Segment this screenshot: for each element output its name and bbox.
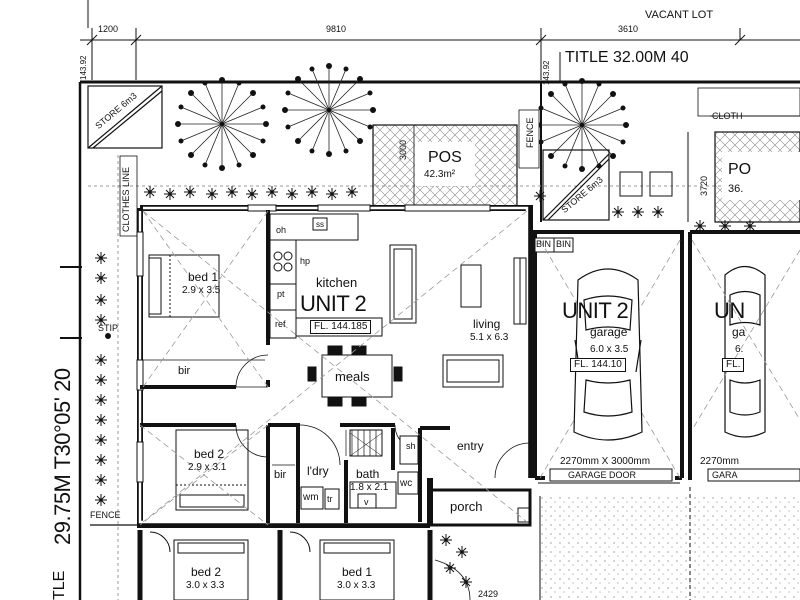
neighbor-floor-level: FL.	[722, 358, 745, 372]
lower-bed1-label: bed 1	[342, 565, 373, 579]
stip-label: STIP	[98, 323, 119, 333]
dim-1200: 1200	[98, 24, 119, 34]
dim-3610: 3610	[618, 24, 639, 34]
meals-table	[307, 345, 403, 407]
garage-floor-level: FL. 144.10	[570, 358, 626, 372]
bed1-dimension: 2.9 x 3.5	[182, 285, 221, 296]
entry-label: entry	[457, 439, 484, 453]
neighbor-garage-label: ga	[732, 325, 746, 339]
bed1-furniture	[148, 254, 220, 318]
garage-walls	[533, 230, 684, 480]
unit2-interior-walls	[140, 210, 450, 523]
bir1-label: bir	[178, 365, 191, 377]
pos-left-label: POS	[428, 149, 462, 166]
wc-label: wc	[400, 478, 413, 489]
lower-bed2-label: bed 2	[191, 565, 222, 579]
store-left-shape	[87, 85, 163, 149]
bath-label: bath	[356, 467, 380, 481]
garage-label: garage	[590, 325, 628, 339]
clothes-right-label: CLOTH	[712, 111, 743, 121]
bin-2-label: BIN	[556, 239, 572, 249]
bed1-label: bed 1	[188, 270, 219, 284]
left-garden-shrubs	[94, 251, 108, 507]
unit2-title: UNIT 2	[300, 291, 367, 316]
living-furniture	[389, 244, 527, 388]
bottom-shrubs	[439, 533, 473, 589]
hp-label: hp	[300, 256, 311, 266]
ss-label: ss	[316, 220, 324, 229]
unit2-floor-level: FL. 144.185	[310, 320, 372, 334]
kitchen-label: kitchen	[316, 275, 358, 290]
ref-label: ref	[275, 319, 286, 329]
living-label: living	[473, 317, 501, 331]
angle-left: 143.92	[79, 55, 88, 80]
lower-units-walls	[137, 530, 433, 600]
pt-label: pt	[277, 289, 285, 299]
pos-left-area: 42.3m²	[424, 169, 456, 180]
fence-left-label: FENCE	[90, 510, 121, 520]
store-right-shape	[542, 149, 610, 221]
neighbor-unit-title: UN	[714, 298, 745, 323]
vacant-lot-label: VACANT LOT	[645, 9, 714, 21]
kitchen-fittings	[269, 213, 383, 339]
tr-label: tr	[327, 494, 333, 504]
pos-left-dim: 3000	[398, 139, 408, 160]
bottom-dimension: 2429	[478, 589, 499, 599]
side-dimension-bottom: TLE	[51, 570, 68, 600]
bed2-furniture	[175, 429, 249, 511]
garage-door-size: 2270mm X 3000mm	[560, 456, 651, 467]
bath-dimension: 1.8 x 2.1	[350, 482, 389, 493]
pos-right-area: 36.	[728, 183, 744, 195]
lower-bed1-dimension: 3.0 x 3.3	[337, 580, 376, 591]
lot-boundary	[60, 52, 800, 600]
pos-left-area	[372, 124, 518, 210]
shower-label: sh	[406, 441, 416, 451]
vanity-label: v	[364, 497, 369, 507]
oh-label: oh	[276, 225, 287, 235]
bin-1-label: BIN	[536, 239, 552, 249]
pos-right-label: PO	[728, 161, 752, 178]
top-dimension-line	[80, 0, 800, 80]
angle-right: 143.92	[542, 60, 551, 85]
bed2-label: bed 2	[194, 447, 225, 461]
living-dimension: 5.1 x 6.3	[470, 332, 509, 343]
side-dimension-label: 29.75M T30°05' 20	[50, 368, 75, 545]
meals-label: meals	[335, 369, 370, 384]
pos-right-area	[687, 87, 800, 223]
garage-unit-title: UNIT 2	[562, 298, 629, 323]
pos-right-dim: 3720	[699, 175, 709, 196]
title-label: TITLE 32.00M 40	[565, 49, 689, 66]
neighbor-garage-dim: 6.	[735, 344, 744, 355]
garage-dimension: 6.0 x 3.5	[590, 344, 629, 355]
wm-label: wm	[303, 492, 319, 503]
lower-bed2-dimension: 3.0 x 3.3	[186, 580, 225, 591]
garage-door-label: GARAGE DOOR	[568, 470, 637, 480]
neighbor-walls	[688, 230, 800, 480]
fence-mid-label: FENCE	[525, 117, 535, 148]
neighbor-door-size: 2270mm	[700, 456, 739, 467]
car-outline	[573, 268, 643, 441]
laundry-label: l'dry	[307, 464, 329, 478]
bir2-label: bir	[274, 469, 287, 481]
dim-9810: 9810	[326, 24, 347, 34]
bed2-dimension: 2.9 x 3.1	[188, 462, 227, 473]
clothes-line-label: CLOTHES LINE	[121, 166, 131, 232]
neighbor-door-label: GARA	[712, 470, 738, 480]
porch-label: porch	[450, 499, 483, 514]
wet-area-fittings	[300, 429, 419, 510]
